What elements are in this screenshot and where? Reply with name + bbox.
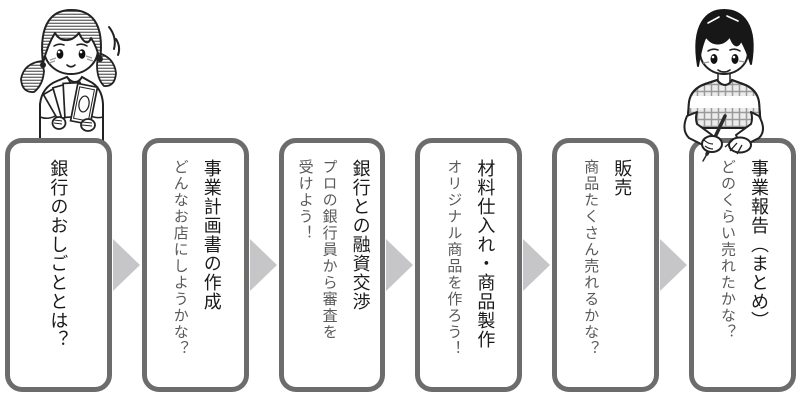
- step-title: 材料仕入れ・商品製作: [475, 159, 496, 349]
- flow-arrow: [112, 138, 142, 392]
- arrow-right-icon: [249, 239, 277, 291]
- arrow-right-icon: [112, 239, 140, 291]
- flow-arrow: [522, 138, 552, 392]
- arrow-right-icon: [386, 239, 414, 291]
- step-subtitle: オリジナル商品を作ろう！: [445, 159, 463, 357]
- step-box-3: 銀行との融資交渉 プロの銀行員から審査を 受けよう！: [278, 138, 386, 392]
- step-subtitle: 商品たくさん売れるかな？: [582, 159, 600, 357]
- step-box-1: 銀行のおしごととは？: [5, 138, 112, 392]
- boy-writing-illustration: [683, 9, 764, 162]
- arrow-right-icon: [523, 239, 551, 291]
- process-flow: 銀行のおしごととは？ 事業計画書の作成 どんなお店にしようかな？ 銀行との融資交…: [5, 138, 796, 392]
- step-subtitle: どんなお店にしようかな？: [171, 159, 189, 357]
- step-box-6: 事業報告（まとめ） どのくらい売れたかな？: [689, 138, 796, 392]
- step-box-5: 販売 商品たくさん売れるかな？: [552, 138, 660, 392]
- step-box-2: 事業計画書の作成 どんなお店にしようかな？: [141, 138, 249, 392]
- step-title: 事業計画書の作成: [201, 159, 222, 311]
- step-box-4: 材料仕入れ・商品製作 オリジナル商品を作ろう！: [415, 138, 523, 392]
- step-title: 事業報告（まとめ）: [749, 159, 770, 330]
- flow-arrow: [249, 138, 279, 392]
- flow-arrow: [385, 138, 415, 392]
- arrow-right-icon: [660, 239, 688, 291]
- step-title: 銀行との融資交渉: [350, 159, 371, 311]
- girl-with-banknotes-illustration: [20, 9, 121, 142]
- step-title: 販売: [612, 159, 633, 197]
- step-title: 銀行のおしごととは？: [48, 159, 69, 349]
- step-subtitle: どのくらい売れたかな？: [719, 159, 737, 341]
- step-subtitle: プロの銀行員から審査を 受けよう！: [296, 159, 338, 341]
- flow-arrow: [659, 138, 689, 392]
